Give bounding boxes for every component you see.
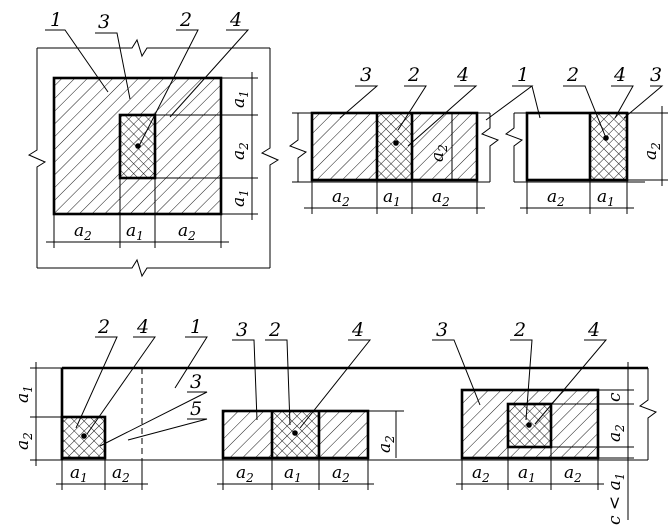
dim-a1-top: a1 [229, 90, 251, 108]
svg-text:a2: a2 [236, 463, 254, 485]
label-2b: 2 [407, 64, 420, 86]
break-line-c-right [638, 368, 658, 460]
svg-text:a1: a1 [597, 187, 615, 209]
break-line-bottom [37, 258, 270, 278]
svg-text:a2: a2 [332, 463, 350, 485]
label-4f: 4 [587, 319, 600, 341]
figure-central-load: 1 3 2 4 a2 a1 a2 a1 a2 a1 [27, 9, 280, 278]
break-line-top [37, 38, 270, 58]
label-2c: 2 [566, 64, 579, 86]
break-line-b-right [504, 113, 524, 182]
load-area-2c [590, 113, 627, 180]
design-area-3b-right [412, 113, 477, 180]
svg-text:a1: a1 [284, 463, 302, 485]
label-5: 5 [190, 398, 202, 420]
dim-a1: a1 [126, 221, 144, 243]
svg-text:a2: a2 [13, 432, 35, 450]
svg-text:a1: a1 [383, 187, 401, 209]
break-line-b-mid [480, 113, 500, 182]
label-2e: 2 [268, 319, 281, 341]
svg-text:a1: a1 [70, 463, 88, 485]
label-1: 1 [50, 9, 62, 31]
label-3b: 3 [360, 64, 372, 86]
label-3f: 3 [436, 319, 448, 341]
svg-text:a2: a2 [332, 187, 350, 209]
svg-text:a2: a2 [605, 424, 627, 442]
dim-a2-b-vert: a2 [428, 144, 450, 162]
dim-a2-c-vert: a2 [641, 142, 663, 160]
label-4c: 4 [613, 64, 626, 86]
label-3c: 3 [650, 64, 662, 86]
svg-text:a1: a1 [13, 385, 35, 403]
leader-1 [45, 29, 109, 93]
label-4e: 4 [351, 319, 364, 341]
label-4: 4 [229, 9, 242, 31]
design-area-3b-left [312, 113, 377, 180]
label-2f: 2 [513, 319, 526, 341]
dim-c-condition: c < a1 [605, 473, 627, 525]
label-3e: 3 [236, 319, 248, 341]
figure-strip-load: 3 2 4 1 2 4 3 a2 a2 a1 a2 a2 a1 a2 [288, 64, 668, 214]
label-1b: 1 [517, 64, 529, 86]
svg-text:a2: a2 [547, 187, 565, 209]
label-4b: 4 [456, 64, 469, 86]
label-4d: 4 [136, 316, 149, 338]
label-3d: 3 [190, 371, 202, 393]
svg-text:a2: a2 [564, 463, 582, 485]
svg-text:a2: a2 [112, 463, 130, 485]
svg-text:a2: a2 [375, 435, 397, 453]
label-3: 3 [98, 11, 110, 33]
break-line-left [27, 48, 47, 268]
svg-text:a2: a2 [472, 463, 490, 485]
dim-a2-left: a2 [74, 221, 92, 243]
dim-c: c [605, 392, 625, 402]
label-2d: 2 [97, 316, 110, 338]
load-center-point [135, 143, 141, 149]
break-line-b-left [288, 113, 308, 182]
label-2: 2 [179, 9, 192, 31]
dim-a2-right: a2 [178, 221, 196, 243]
dim-a1-bottom: a1 [229, 189, 251, 207]
svg-text:a1: a1 [518, 463, 536, 485]
svg-text:a2: a2 [432, 187, 450, 209]
load-area-2b [377, 113, 412, 180]
dim-a2-mid: a2 [229, 142, 251, 160]
break-line-right [260, 48, 280, 268]
figure-edge-load: 2 4 1 3 5 3 2 4 3 2 4 a1 a2 a1 a2 a2 a1 … [13, 316, 658, 525]
label-1c: 1 [190, 316, 202, 338]
